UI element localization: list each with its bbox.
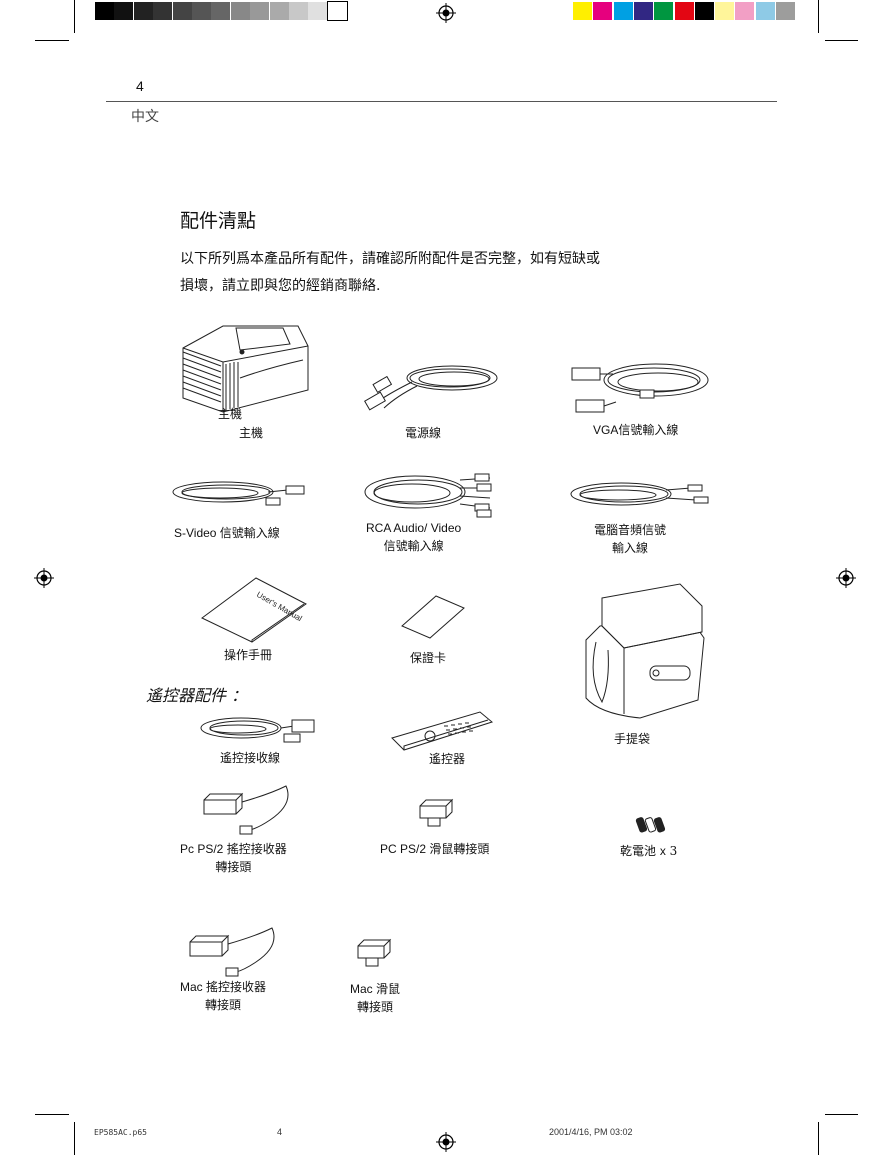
rca-cable-label-line2: 信號輸入線 bbox=[383, 539, 444, 553]
svideo-cable-label: S-Video 信號輸入線 bbox=[174, 526, 280, 540]
gray-swatch bbox=[308, 2, 328, 20]
crop-mark bbox=[74, 0, 75, 33]
mac-mouse-adapter-line1: Mac 滑鼠 bbox=[350, 982, 401, 996]
crop-mark bbox=[35, 40, 69, 41]
color-swatch bbox=[633, 2, 653, 20]
gray-swatch bbox=[250, 2, 270, 20]
projector-label: 主機 bbox=[239, 426, 264, 440]
ps2-receiver-adapter-icon bbox=[203, 785, 289, 835]
remote-control-icon bbox=[391, 711, 494, 751]
crop-mark bbox=[74, 1122, 75, 1155]
color-swatch bbox=[755, 2, 775, 20]
crop-mark bbox=[825, 1114, 858, 1115]
mac-receiver-adapter-line1: Mac 搖控接收器 bbox=[180, 980, 267, 994]
mac-mouse-adapter-label: Mac 滑鼠 轉接頭 bbox=[350, 980, 400, 1016]
audio-cable-label-line1: 電腦音頻信號 bbox=[594, 523, 667, 537]
audio-cable-label-line2: 輸入線 bbox=[612, 541, 649, 555]
registration-mark-icon bbox=[34, 568, 54, 588]
batteries-label: 乾電池 x 3 bbox=[620, 842, 677, 859]
color-swatch bbox=[776, 2, 795, 20]
mac-receiver-adapter-line2: 轉接頭 bbox=[205, 998, 242, 1012]
receiver-cable-label: 遙控接收線 bbox=[220, 751, 281, 765]
registration-mark-icon bbox=[436, 3, 456, 23]
svideo-cable-icon bbox=[172, 481, 305, 506]
registration-mark-icon bbox=[436, 1132, 456, 1152]
color-swatch bbox=[715, 2, 735, 20]
remote-control-label: 遙控器 bbox=[429, 752, 466, 766]
carry-bag-icon bbox=[585, 583, 705, 719]
color-swatch bbox=[674, 2, 694, 20]
carry-bag-label: 手提袋 bbox=[614, 732, 651, 746]
gray-swatch bbox=[172, 2, 192, 20]
vga-cable-label: VGA信號輸入線 bbox=[593, 423, 679, 437]
batteries-count: 3 bbox=[669, 844, 678, 858]
mac-receiver-adapter-label: Mac 搖控接收器 轉接頭 bbox=[180, 978, 266, 1014]
power-cord-label: 電源線 bbox=[405, 426, 442, 440]
receiver-cable-icon bbox=[200, 717, 315, 743]
vga-cable-icon bbox=[571, 363, 709, 413]
warranty-card-icon bbox=[401, 595, 465, 639]
gray-swatch bbox=[133, 2, 153, 20]
footer-page: 4 bbox=[277, 1127, 283, 1137]
power-cord-icon bbox=[364, 365, 498, 411]
gray-swatch bbox=[269, 2, 289, 20]
mac-mouse-adapter-line2: 轉接頭 bbox=[357, 1000, 394, 1014]
warranty-card-label: 保證卡 bbox=[410, 651, 447, 665]
gray-swatch bbox=[211, 2, 231, 20]
rca-cable-label-line1: RCA Audio/ Video bbox=[366, 521, 462, 535]
section-title: 配件清點 bbox=[180, 210, 257, 232]
rca-cable-label: RCA Audio/ Video 信號輸入線 bbox=[366, 519, 461, 555]
mac-receiver-adapter-icon bbox=[189, 927, 275, 977]
gray-swatch bbox=[326, 1, 348, 21]
batteries-name: 乾電池 bbox=[620, 844, 657, 858]
remote-section-title: 遙控器配件 ： bbox=[146, 686, 248, 705]
projector-icon bbox=[182, 325, 309, 413]
ps2-receiver-adapter-label: Pc PS/2 搖控接收器 轉接頭 bbox=[180, 840, 287, 876]
mac-mouse-adapter-icon bbox=[357, 938, 392, 967]
batteries-icon bbox=[635, 817, 666, 833]
gray-swatch bbox=[95, 2, 114, 20]
ps2-mouse-adapter-icon bbox=[419, 798, 454, 827]
color-swatch bbox=[613, 2, 633, 20]
color-swatch bbox=[593, 2, 613, 20]
crop-mark bbox=[818, 0, 819, 33]
footer-filename: EP585AC.p65 bbox=[94, 1128, 147, 1137]
crop-mark bbox=[818, 1122, 819, 1155]
gray-swatch bbox=[192, 2, 211, 20]
audio-cable-label: 電腦音頻信號 輸入線 bbox=[594, 521, 666, 557]
gray-swatch bbox=[114, 2, 134, 20]
rca-cable-icon bbox=[364, 473, 492, 518]
manual-label: 操作手冊 bbox=[224, 648, 273, 662]
gray-swatch bbox=[153, 2, 173, 20]
language-label: 中文 bbox=[131, 109, 159, 125]
audio-cable-icon bbox=[570, 482, 709, 506]
color-swatch bbox=[573, 2, 592, 20]
header-rule bbox=[106, 101, 777, 102]
manual-icon: User's Manual bbox=[201, 577, 307, 643]
gray-swatch bbox=[230, 2, 250, 20]
color-swatch bbox=[735, 2, 755, 20]
color-swatch bbox=[694, 2, 714, 20]
footer-timestamp: 2001/4/16, PM 03:02 bbox=[549, 1127, 633, 1137]
crop-mark bbox=[825, 40, 858, 41]
gray-swatch bbox=[289, 2, 308, 20]
crop-mark bbox=[35, 1114, 69, 1115]
ps2-mouse-adapter-label: PC PS/2 滑鼠轉接頭 bbox=[380, 842, 490, 856]
ps2-receiver-adapter-line1: Pc PS/2 搖控接收器 bbox=[180, 842, 287, 856]
registration-mark-icon bbox=[836, 568, 856, 588]
batteries-multiplier: x bbox=[659, 844, 666, 858]
intro-line-1: 以下所列爲本產品所有配件，請確認所附配件是否完整，如有短缺或 bbox=[180, 251, 600, 267]
projector-overlay-label: 主機 bbox=[218, 407, 243, 421]
ps2-receiver-adapter-line2: 轉接頭 bbox=[215, 860, 252, 874]
color-swatch bbox=[654, 2, 674, 20]
page-number: 4 bbox=[136, 78, 144, 94]
intro-line-2: 損壞，請立即與您的經銷商聯絡. bbox=[180, 278, 381, 294]
